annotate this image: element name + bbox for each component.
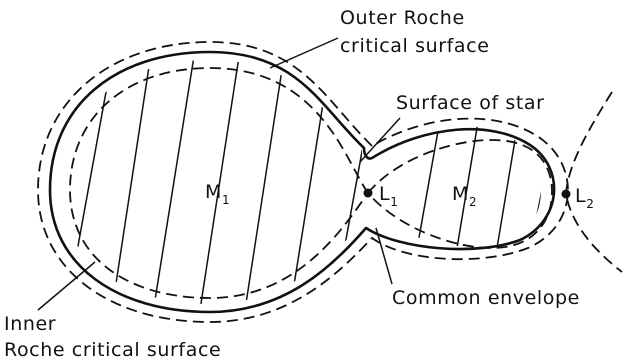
lagrange1-symbol: L	[379, 183, 390, 205]
common-envelope-label: Common envelope	[392, 287, 580, 309]
lagrange-point-1-marker	[364, 189, 373, 198]
lagrange1-subscript: 1	[390, 195, 398, 209]
mass1-subscript: 1	[222, 193, 230, 207]
star1-hatching	[70, 50, 375, 310]
mass2-subscript: 2	[469, 195, 477, 209]
surface-of-star-label: Surface of star	[396, 92, 545, 114]
lagrange2-subscript: 2	[586, 197, 594, 211]
lagrange1-label: L1	[379, 183, 398, 209]
surface-of-star	[50, 52, 554, 312]
mass1-label: M1	[205, 181, 230, 207]
mass1-symbol: M	[205, 181, 222, 203]
outer-roche-label-line2: critical surface	[340, 35, 490, 57]
lagrange-point-2-marker	[562, 190, 571, 199]
l2-critical-curve	[566, 92, 622, 272]
lagrange2-label: L2	[575, 185, 594, 211]
outer-roche-leader	[270, 38, 338, 68]
inner-roche-label-line2: Roche critical surface	[4, 339, 221, 360]
mass2-symbol: M	[452, 183, 469, 205]
lagrange2-symbol: L	[575, 185, 586, 207]
outer-roche-label-line1: Outer Roche	[340, 7, 465, 29]
inner-roche-label-line1: Inner	[4, 313, 56, 335]
